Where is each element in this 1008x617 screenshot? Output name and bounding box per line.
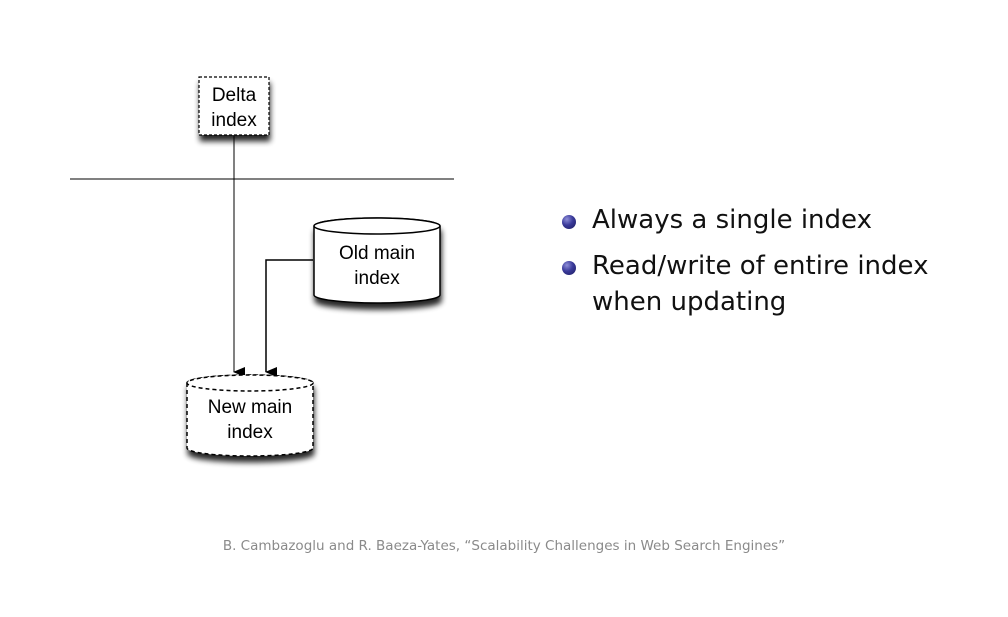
- bullet-list: Always a single index Read/write of enti…: [562, 202, 982, 330]
- new-main-index-label-line1: New main: [208, 397, 292, 418]
- delta-index-label-line1: Delta: [212, 85, 257, 106]
- footer-citation: B. Cambazoglu and R. Baeza-Yates, “Scala…: [222, 538, 786, 554]
- new-main-index-label-line2: index: [227, 422, 273, 443]
- delta-index-label-line2: index: [211, 110, 257, 131]
- delta-index-node: Delta index: [198, 76, 270, 136]
- old-main-index-node: Old main index: [313, 217, 441, 304]
- bullet-text: Read/write of entire index when updating: [592, 251, 929, 317]
- bullet-item: Read/write of entire index when updating: [562, 248, 982, 320]
- old-main-index-label-line1: Old main: [339, 243, 415, 264]
- arrow-old-to-new: [265, 259, 313, 377]
- old-main-index-label-line2: index: [354, 268, 400, 289]
- bullet-icon: [562, 261, 576, 275]
- bullet-text: Always a single index: [592, 205, 872, 235]
- bullet-item: Always a single index: [562, 202, 982, 238]
- bullet-icon: [562, 215, 576, 229]
- new-main-index-node: New main index: [186, 374, 314, 457]
